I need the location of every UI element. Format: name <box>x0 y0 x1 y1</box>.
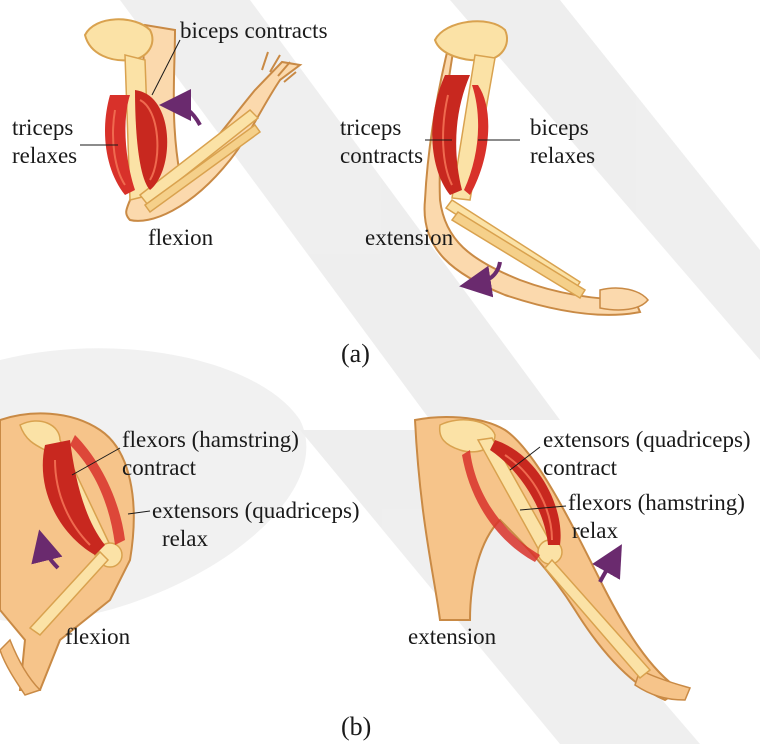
label-flexors-contract-line1: flexors (hamstring) <box>122 427 299 452</box>
leg-extension-arrow <box>600 558 614 582</box>
label-biceps-contracts: biceps contracts <box>180 18 328 43</box>
label-extensors-relax-line1: extensors (quadriceps) <box>152 498 360 523</box>
label-flexors-relax-line1: flexors (hamstring) <box>568 490 745 515</box>
label-triceps-relaxes-line2: relaxes <box>12 143 77 168</box>
label-biceps-relaxes-line2: relaxes <box>530 143 595 168</box>
label-flexors-relax-line2: relax <box>572 518 618 543</box>
label-leg-extension: extension <box>408 624 497 649</box>
flexion-arrow <box>175 105 200 125</box>
label-arm-flexion: flexion <box>148 225 214 250</box>
label-arm-extension: extension <box>365 225 454 250</box>
label-flexors-contract-line2: contract <box>122 455 197 480</box>
label-biceps-relaxes-line1: biceps <box>530 115 589 140</box>
label-triceps-contracts-line1: triceps <box>340 115 401 140</box>
label-triceps-contracts-line2: contracts <box>340 143 423 168</box>
label-triceps-relaxes-line1: triceps <box>12 115 73 140</box>
panel-b-label: (b) <box>341 712 371 741</box>
panel-a-label: (a) <box>341 339 370 368</box>
label-extensors-contract-line1: extensors (quadriceps) <box>543 427 751 452</box>
label-extensors-contract-line2: contract <box>543 455 618 480</box>
label-leg-flexion: flexion <box>65 624 131 649</box>
label-extensors-relax-line2: relax <box>162 526 208 551</box>
